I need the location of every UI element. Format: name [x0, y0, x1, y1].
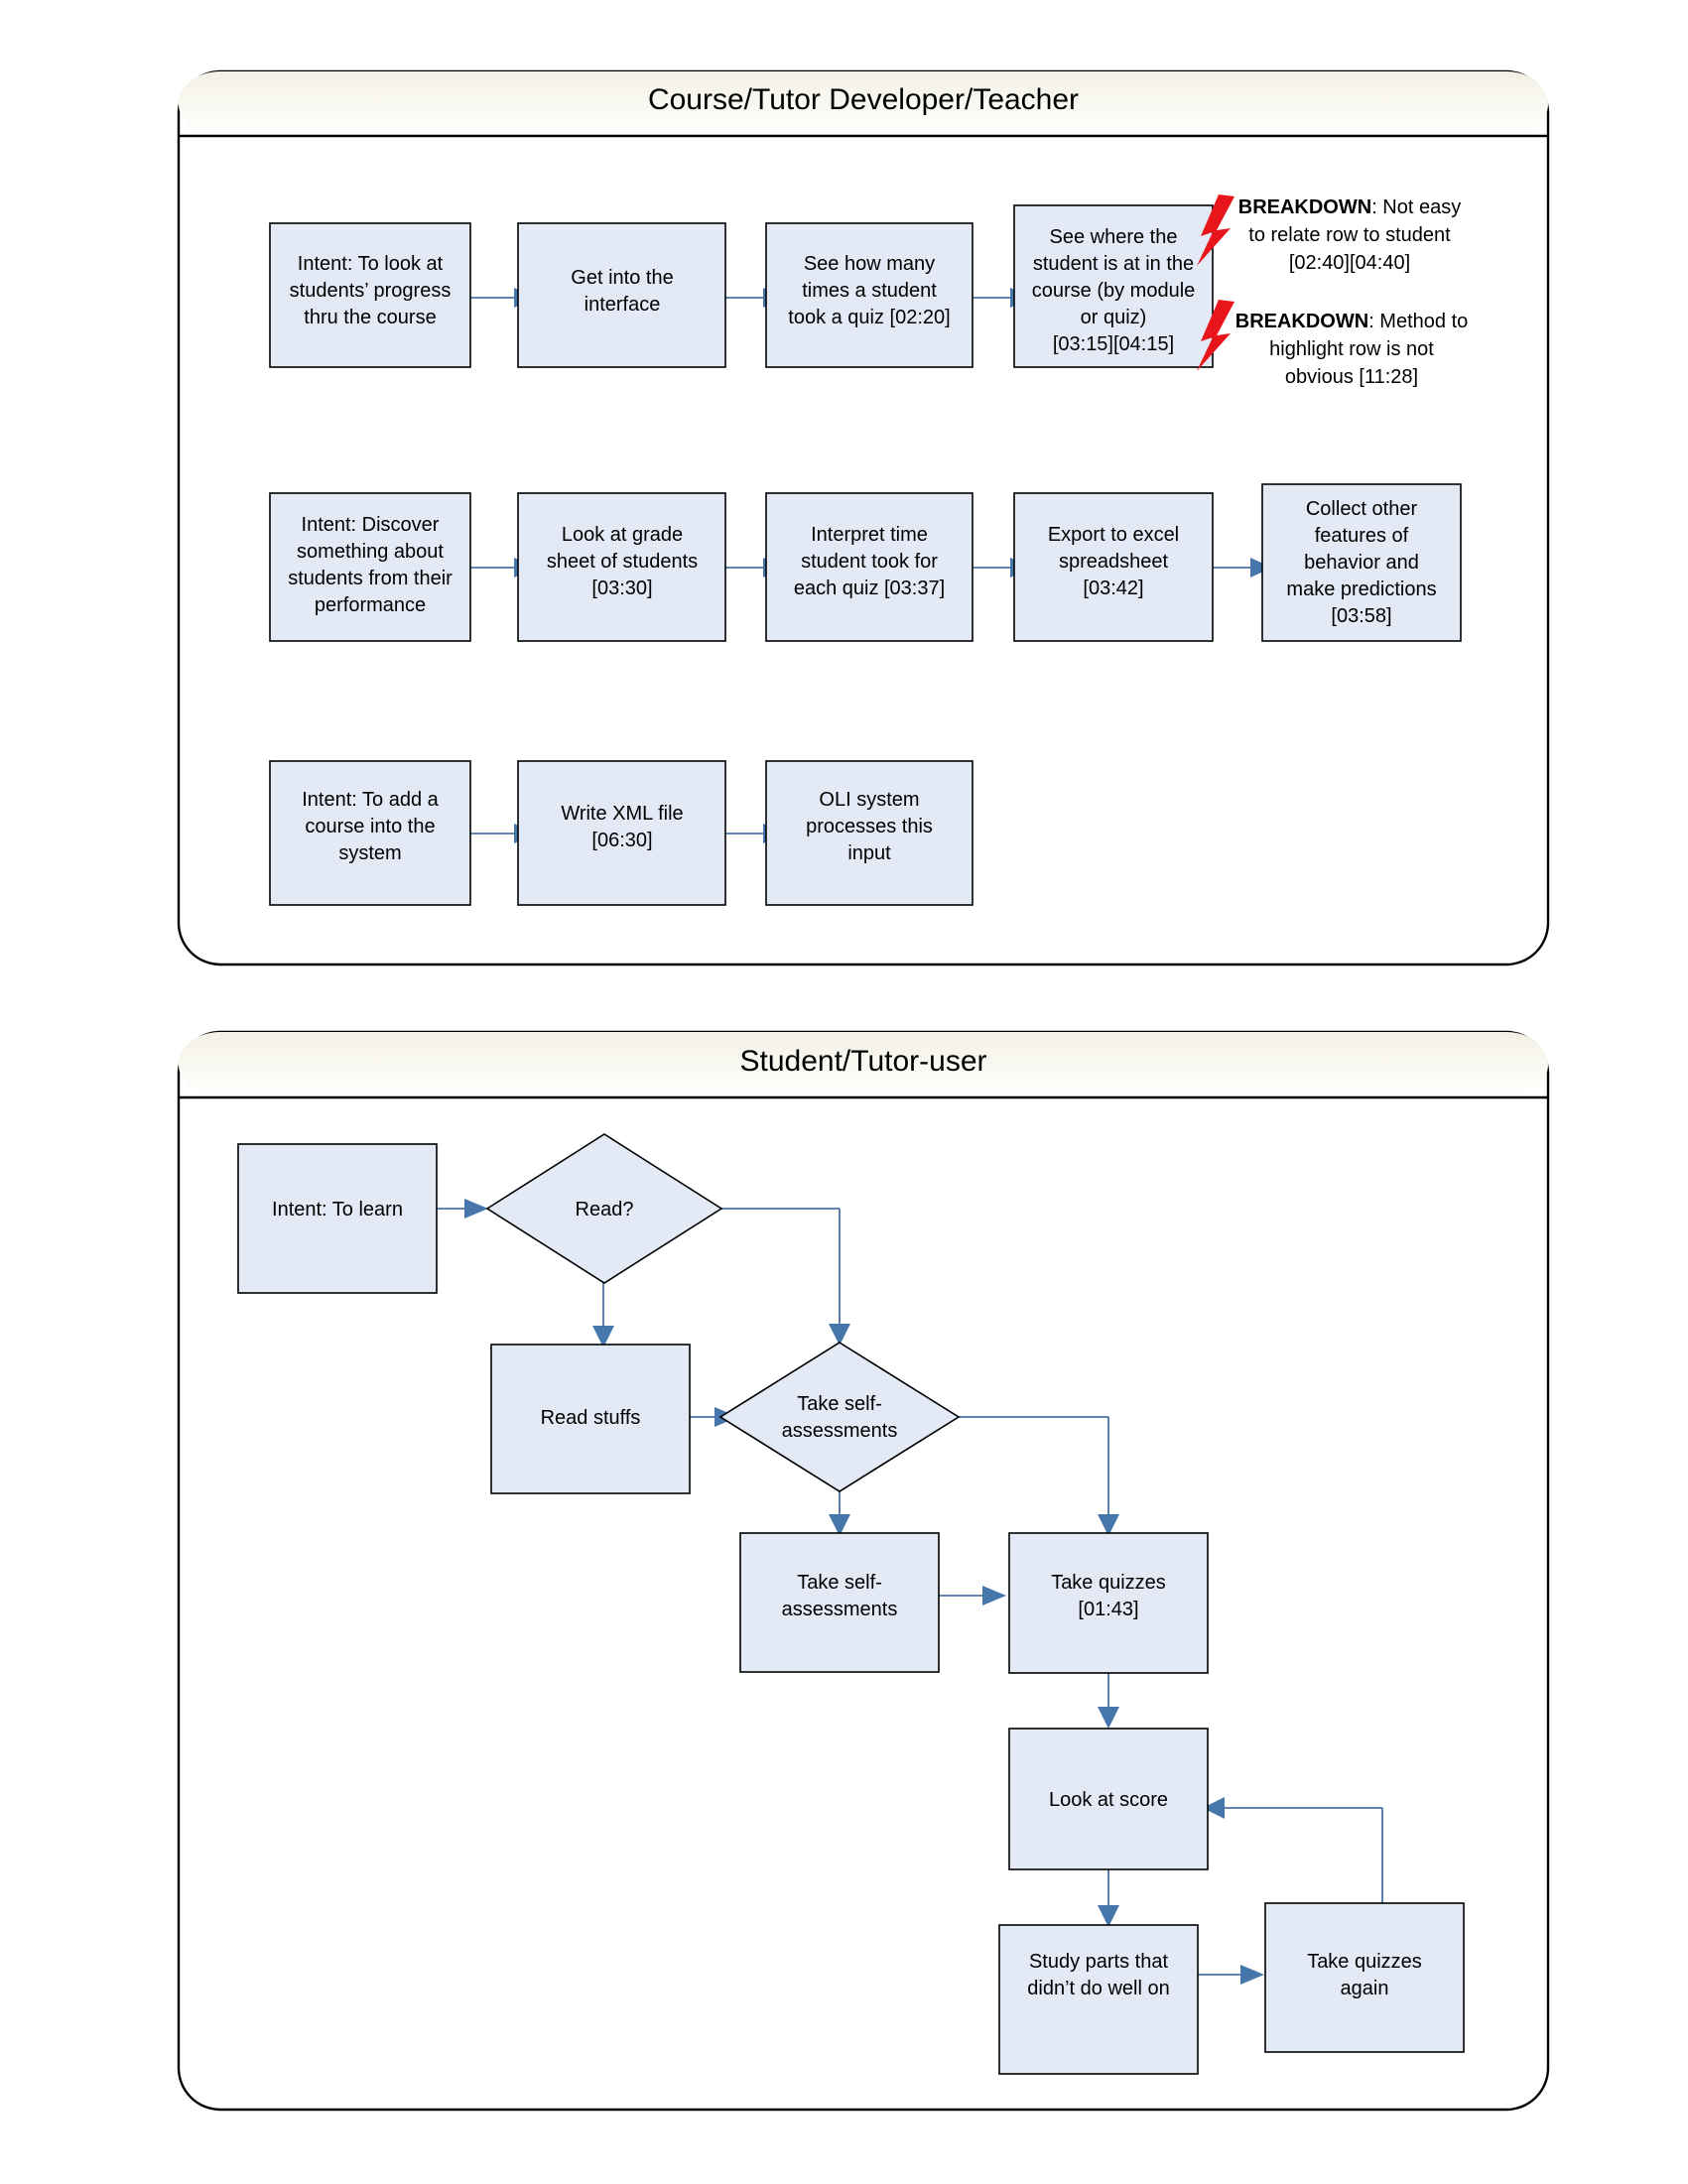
- svg-text:input: input: [847, 842, 891, 864]
- svg-text:Interpret time: Interpret time: [811, 524, 928, 546]
- node-n5[interactable]: Intent: Discover something about student…: [269, 492, 471, 642]
- svg-text:assessments: assessments: [782, 1599, 898, 1620]
- svg-text:BREAKDOWN: Method to: BREAKDOWN: Method to: [1235, 311, 1469, 332]
- panel-teacher: Course/Tutor Developer/Teacher Intent: T…: [177, 69, 1550, 966]
- node-n1[interactable]: Intent: To look at students’ progress th…: [269, 222, 471, 368]
- breakdown-bd1: BREAKDOWN: Not easy to relate row to stu…: [1197, 194, 1461, 274]
- node-n4[interactable]: See where the student is at in the cours…: [1013, 204, 1214, 368]
- svg-text:course into the: course into the: [305, 816, 435, 837]
- node-s1[interactable]: Intent: To learn: [237, 1143, 438, 1294]
- svg-text:or quiz): or quiz): [1081, 307, 1147, 328]
- svg-text:student took for: student took for: [801, 551, 938, 573]
- svg-text:Take quizzes: Take quizzes: [1307, 1951, 1422, 1973]
- svg-text:Study parts that: Study parts that: [1029, 1951, 1169, 1973]
- breakdown-bd1-line2: [02:40][04:40]: [1289, 252, 1410, 274]
- svg-text:interface: interface: [584, 294, 661, 316]
- node-s4[interactable]: Take self- assessments: [718, 1342, 961, 1492]
- svg-text:thru the course: thru the course: [304, 307, 436, 328]
- svg-text:Look at grade: Look at grade: [562, 524, 683, 546]
- node-n2[interactable]: Get into the interface: [517, 222, 726, 368]
- panel-student-title: Student/Tutor-user: [739, 1045, 986, 1078]
- node-n8[interactable]: Export to excel spreadsheet [03:42]: [1013, 492, 1214, 642]
- svg-text:processes this: processes this: [806, 816, 933, 837]
- node-s3[interactable]: Read stuffs: [490, 1344, 691, 1494]
- svg-text:BREAKDOWN: Not easy: BREAKDOWN: Not easy: [1238, 196, 1461, 218]
- breakdown-bd1-line1: to relate row to student: [1248, 224, 1451, 246]
- svg-text:Look at score: Look at score: [1049, 1789, 1168, 1811]
- panel-teacher-header-bg: [179, 71, 1548, 137]
- svg-text:behavior and: behavior and: [1304, 552, 1419, 574]
- panel-student: Student/Tutor-user: [177, 1030, 1550, 2112]
- svg-text:make predictions: make predictions: [1286, 578, 1436, 600]
- breakdown-bd2-line2: obvious [11:28]: [1285, 366, 1418, 388]
- svg-text:Collect other: Collect other: [1306, 498, 1418, 520]
- svg-text:Intent: To add a: Intent: To add a: [302, 789, 439, 811]
- svg-text:assessments: assessments: [782, 1420, 898, 1442]
- node-s7[interactable]: Look at score: [1008, 1728, 1209, 1870]
- svg-text:Intent: To learn: Intent: To learn: [272, 1199, 403, 1220]
- svg-text:Get into the: Get into the: [571, 267, 673, 289]
- svg-text:system: system: [338, 842, 401, 864]
- svg-text:performance: performance: [315, 594, 426, 616]
- svg-text:Intent: Discover: Intent: Discover: [302, 514, 440, 536]
- svg-text:Take self-: Take self-: [797, 1572, 882, 1594]
- svg-text:didn’t do well on: didn’t do well on: [1027, 1978, 1169, 1999]
- svg-text:[01:43]: [01:43]: [1078, 1599, 1138, 1620]
- svg-text:each quiz [03:37]: each quiz [03:37]: [794, 578, 945, 599]
- svg-text:[03:30]: [03:30]: [591, 578, 652, 599]
- breakdown-bd1-line0: : Not easy: [1371, 196, 1461, 218]
- svg-text:Export to excel: Export to excel: [1048, 524, 1179, 546]
- svg-text:OLI system: OLI system: [819, 789, 919, 811]
- svg-text:[06:30]: [06:30]: [591, 830, 652, 851]
- svg-text:Read stuffs: Read stuffs: [541, 1407, 641, 1429]
- svg-text:spreadsheet: spreadsheet: [1059, 551, 1169, 573]
- svg-text:student is at in the: student is at in the: [1033, 253, 1194, 275]
- svg-text:features of: features of: [1315, 525, 1409, 547]
- svg-text:sheet of students: sheet of students: [547, 551, 698, 573]
- svg-text:Write XML file: Write XML file: [561, 803, 683, 825]
- svg-text:[03:42]: [03:42]: [1083, 578, 1143, 599]
- node-n11[interactable]: Write XML file [06:30]: [517, 760, 726, 906]
- breakdown-bd2-line1: highlight row is not: [1269, 338, 1434, 360]
- svg-text:something about: something about: [297, 541, 444, 563]
- breakdown-bd1-label: BREAKDOWN: [1238, 196, 1371, 218]
- svg-text:[03:15][04:15]: [03:15][04:15]: [1053, 333, 1174, 355]
- panel-student-header-bg: [179, 1032, 1548, 1097]
- node-n12[interactable]: OLI system processes this input: [765, 760, 974, 906]
- panel-teacher-title: Course/Tutor Developer/Teacher: [648, 83, 1079, 116]
- svg-text:[03:58]: [03:58]: [1331, 605, 1391, 627]
- breakdown-bd2-line0: : Method to: [1368, 311, 1468, 332]
- svg-text:See how many: See how many: [804, 253, 935, 275]
- svg-text:Read?: Read?: [576, 1199, 634, 1220]
- node-n3[interactable]: See how many times a student took a quiz…: [765, 222, 974, 368]
- svg-text:Intent: To look at: Intent: To look at: [298, 253, 444, 275]
- lightning-bolt-icon: [1197, 300, 1234, 371]
- node-n9[interactable]: Collect other features of behavior and m…: [1261, 483, 1462, 642]
- node-s2[interactable]: Read?: [485, 1133, 723, 1284]
- node-s8[interactable]: Study parts that didn’t do well on: [998, 1924, 1199, 2075]
- svg-text:Take quizzes: Take quizzes: [1051, 1572, 1166, 1594]
- breakdown-bd2: BREAKDOWN: Method to highlight row is no…: [1197, 300, 1468, 388]
- svg-text:course (by module: course (by module: [1032, 280, 1196, 302]
- node-s9[interactable]: Take quizzes again: [1264, 1902, 1465, 2053]
- svg-text:students’ progress: students’ progress: [290, 280, 452, 302]
- node-s6[interactable]: Take quizzes [01:43]: [1008, 1532, 1209, 1674]
- node-n10[interactable]: Intent: To add a course into the system: [269, 760, 471, 906]
- svg-text:See where the: See where the: [1050, 226, 1178, 248]
- svg-text:Take self-: Take self-: [797, 1393, 882, 1415]
- svg-text:times a student: times a student: [802, 280, 937, 302]
- svg-text:again: again: [1341, 1978, 1389, 1999]
- lightning-bolt-icon: [1197, 194, 1234, 266]
- node-n6[interactable]: Look at grade sheet of students [03:30]: [517, 492, 726, 642]
- breakdown-bd2-label: BREAKDOWN: [1235, 311, 1368, 332]
- node-n7[interactable]: Interpret time student took for each qui…: [765, 492, 974, 642]
- student-connectors: [437, 1199, 1383, 1985]
- node-s5[interactable]: Take self- assessments: [739, 1532, 940, 1673]
- svg-text:took a quiz [02:20]: took a quiz [02:20]: [788, 307, 950, 328]
- svg-text:students from their: students from their: [288, 568, 453, 589]
